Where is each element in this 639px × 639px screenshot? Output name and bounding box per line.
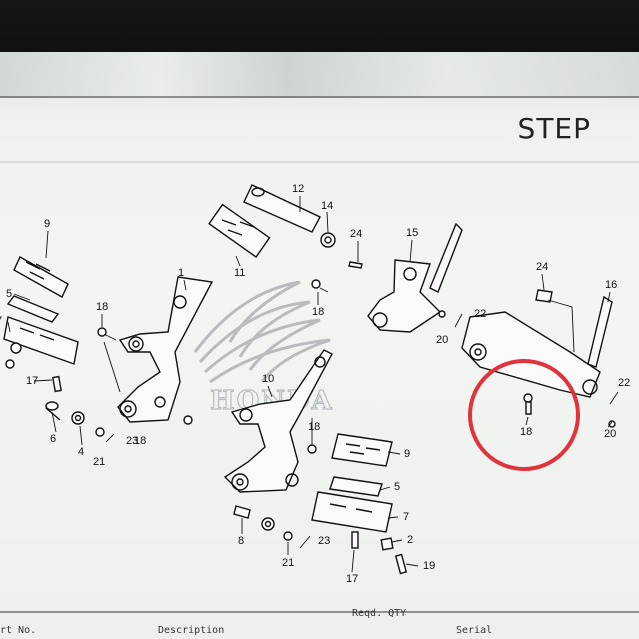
header-serial: Serial bbox=[456, 625, 493, 636]
callout-1: 1 bbox=[178, 267, 184, 279]
header-part-no: rt No. bbox=[0, 625, 37, 636]
part-footpeg-left bbox=[3, 256, 115, 443]
header-reqd-qty: Reqd. QTY bbox=[352, 608, 407, 619]
part-footpeg-lower bbox=[311, 433, 408, 575]
callout-21-b: 21 bbox=[282, 557, 294, 569]
callout-12: 12 bbox=[292, 183, 304, 195]
part-bracket-1 bbox=[97, 276, 214, 425]
highlight-circle bbox=[468, 359, 580, 471]
parts-sheet: STEP HONDA bbox=[0, 52, 639, 639]
callout-24-upper: 24 bbox=[350, 228, 362, 240]
callout-15: 15 bbox=[406, 227, 418, 239]
callout-18-b: 18 bbox=[312, 306, 324, 318]
header-description: Description bbox=[158, 625, 225, 636]
part-bracket-15 bbox=[311, 222, 463, 333]
callout-19: 19 bbox=[423, 560, 435, 572]
callout-4: 4 bbox=[78, 446, 84, 458]
callout-16: 16 bbox=[605, 279, 617, 291]
callout-23-b: 23 bbox=[318, 535, 330, 547]
callout-10: 10 bbox=[262, 373, 274, 385]
parts-table-header: Reqd. QTY rt No. Description Serial bbox=[0, 607, 639, 639]
part-bracket-16 bbox=[461, 289, 619, 428]
callout-17-a: 17 bbox=[26, 375, 38, 387]
exploded-diagram: HONDA bbox=[0, 96, 639, 613]
part-peg-12 bbox=[243, 184, 336, 248]
callout-6: 6 bbox=[50, 433, 56, 445]
callout-7-left: 7 bbox=[0, 315, 2, 327]
callout-18-d: 18 bbox=[520, 426, 532, 438]
callout-18-c: 18 bbox=[308, 421, 320, 433]
callout-11: 11 bbox=[234, 267, 245, 279]
part-lower-hardware bbox=[233, 505, 311, 549]
callout-9-left: 9 bbox=[44, 218, 50, 230]
page-title: STEP bbox=[517, 112, 591, 145]
callout-22-b: 22 bbox=[618, 377, 630, 389]
callout-5-left: 5 bbox=[6, 288, 12, 300]
callout-20-b: 20 bbox=[604, 428, 616, 440]
callout-5-lower: 5 bbox=[394, 481, 400, 493]
callout-14: 14 bbox=[321, 200, 333, 212]
callout-20-a: 20 bbox=[436, 334, 448, 346]
callout-23-a: 23 bbox=[126, 435, 138, 447]
callout-7: 7 bbox=[403, 511, 409, 523]
callout-8: 8 bbox=[238, 535, 244, 547]
callout-18-a: 18 bbox=[96, 301, 108, 313]
callout-24-right: 24 bbox=[536, 261, 548, 273]
callout-2: 2 bbox=[407, 534, 413, 546]
callout-9-lower: 9 bbox=[404, 448, 410, 460]
part-bracket-10 bbox=[223, 349, 333, 493]
callout-18-e: 18 bbox=[134, 435, 146, 447]
callout-21-a: 21 bbox=[93, 456, 105, 468]
honda-logo: HONDA bbox=[193, 280, 332, 417]
callout-17-b: 17 bbox=[346, 573, 358, 585]
leader-lines bbox=[7, 196, 613, 573]
callout-labels: 12 14 9 24 15 11 1 24 16 5 18 18 22 20 1… bbox=[0, 183, 630, 585]
callout-22-a: 22 bbox=[474, 308, 486, 320]
screen-glare bbox=[0, 52, 639, 98]
part-footrest-rubber-11 bbox=[208, 203, 271, 258]
